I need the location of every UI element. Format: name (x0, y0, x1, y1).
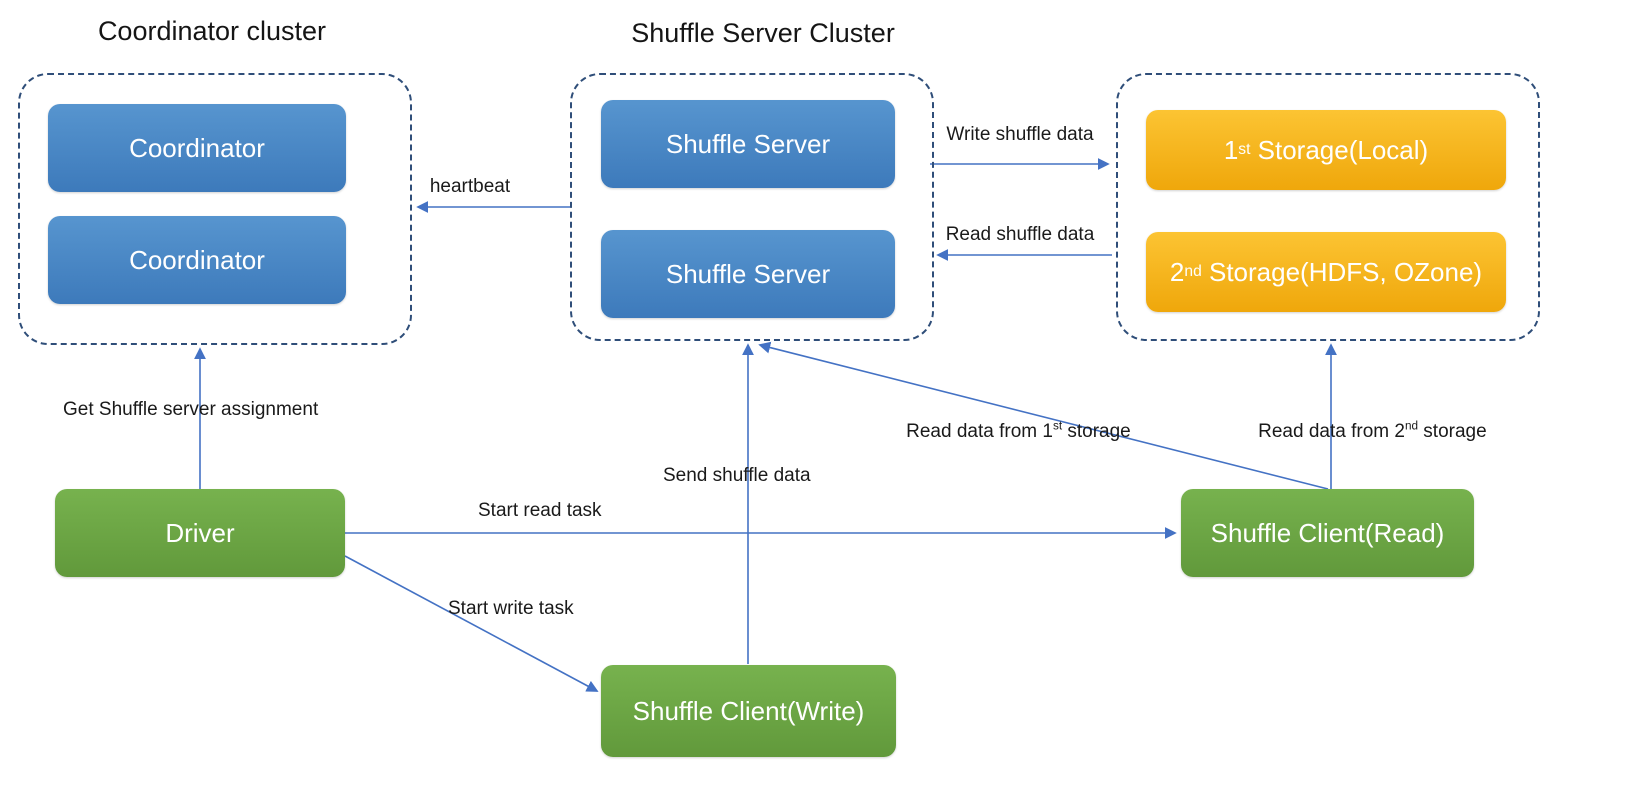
node-shuffle-client-read: Shuffle Client(Read) (1181, 489, 1474, 577)
node-shuffle-server-1: Shuffle Server (601, 100, 895, 188)
edge-label-heartbeat: heartbeat (429, 176, 511, 197)
shuffle-server-cluster-title: Shuffle Server Cluster (631, 18, 895, 48)
edge-read-1st-storage-line (758, 341, 1329, 490)
node-storage-2nd-num: 2 (1169, 256, 1185, 287)
edge-label-read-shuffle-data: Read shuffle data (945, 224, 1095, 245)
edge-label-write-shuffle-data: Write shuffle data (946, 124, 1094, 145)
node-coordinator-1: Coordinator (48, 104, 346, 192)
edge-start-write-task-line (344, 555, 599, 692)
node-shuffle-server-1-label: Shuffle Server (665, 128, 831, 159)
edge-label-read-2nd-storage: Read data from 2nd storage (1237, 399, 1487, 465)
node-coordinator-2-label: Coordinator (129, 244, 265, 275)
edge-label-read-1st-storage: Read data from 1st storage (885, 399, 1131, 465)
node-driver: Driver (55, 489, 345, 577)
edge-label-send-shuffle-data: Send shuffle data (663, 465, 811, 486)
node-storage-1st-label: Storage(Local) (1250, 134, 1429, 165)
node-shuffle-server-2: Shuffle Server (601, 230, 895, 318)
edge-label-read-2nd-sup: nd (1404, 419, 1419, 433)
node-shuffle-client-read-label: Shuffle Client(Read) (1210, 517, 1445, 548)
edge-label-read-2nd-post: storage (1418, 421, 1487, 442)
shuffle-server-cluster-border (570, 73, 934, 341)
node-storage-1st-num: 1 (1223, 134, 1239, 165)
edge-label-read-2nd-pre: Read data from 2 (1258, 421, 1405, 442)
edge-label-read-1st-sup: st (1052, 419, 1063, 433)
node-shuffle-client-write-label: Shuffle Client(Write) (632, 695, 865, 726)
node-shuffle-client-write: Shuffle Client(Write) (601, 665, 896, 757)
edge-label-start-read-task: Start read task (478, 500, 602, 521)
storage-cluster-border (1116, 73, 1540, 341)
node-coordinator-2: Coordinator (48, 216, 346, 304)
coordinator-cluster-title: Coordinator cluster (97, 16, 327, 46)
node-driver-label: Driver (165, 517, 235, 548)
edge-label-get-assignment: Get Shuffle server assignment (63, 399, 319, 420)
node-storage-2nd-label: Storage(HDFS, OZone) (1201, 256, 1483, 287)
node-shuffle-server-2-label: Shuffle Server (665, 258, 831, 289)
edge-label-start-write-task: Start write task (448, 598, 574, 619)
node-coordinator-1-label: Coordinator (129, 132, 265, 163)
coordinator-cluster-border (18, 73, 412, 345)
edge-label-read-1st-post: storage (1062, 421, 1131, 442)
edge-label-read-1st-pre: Read data from 1 (906, 421, 1053, 442)
